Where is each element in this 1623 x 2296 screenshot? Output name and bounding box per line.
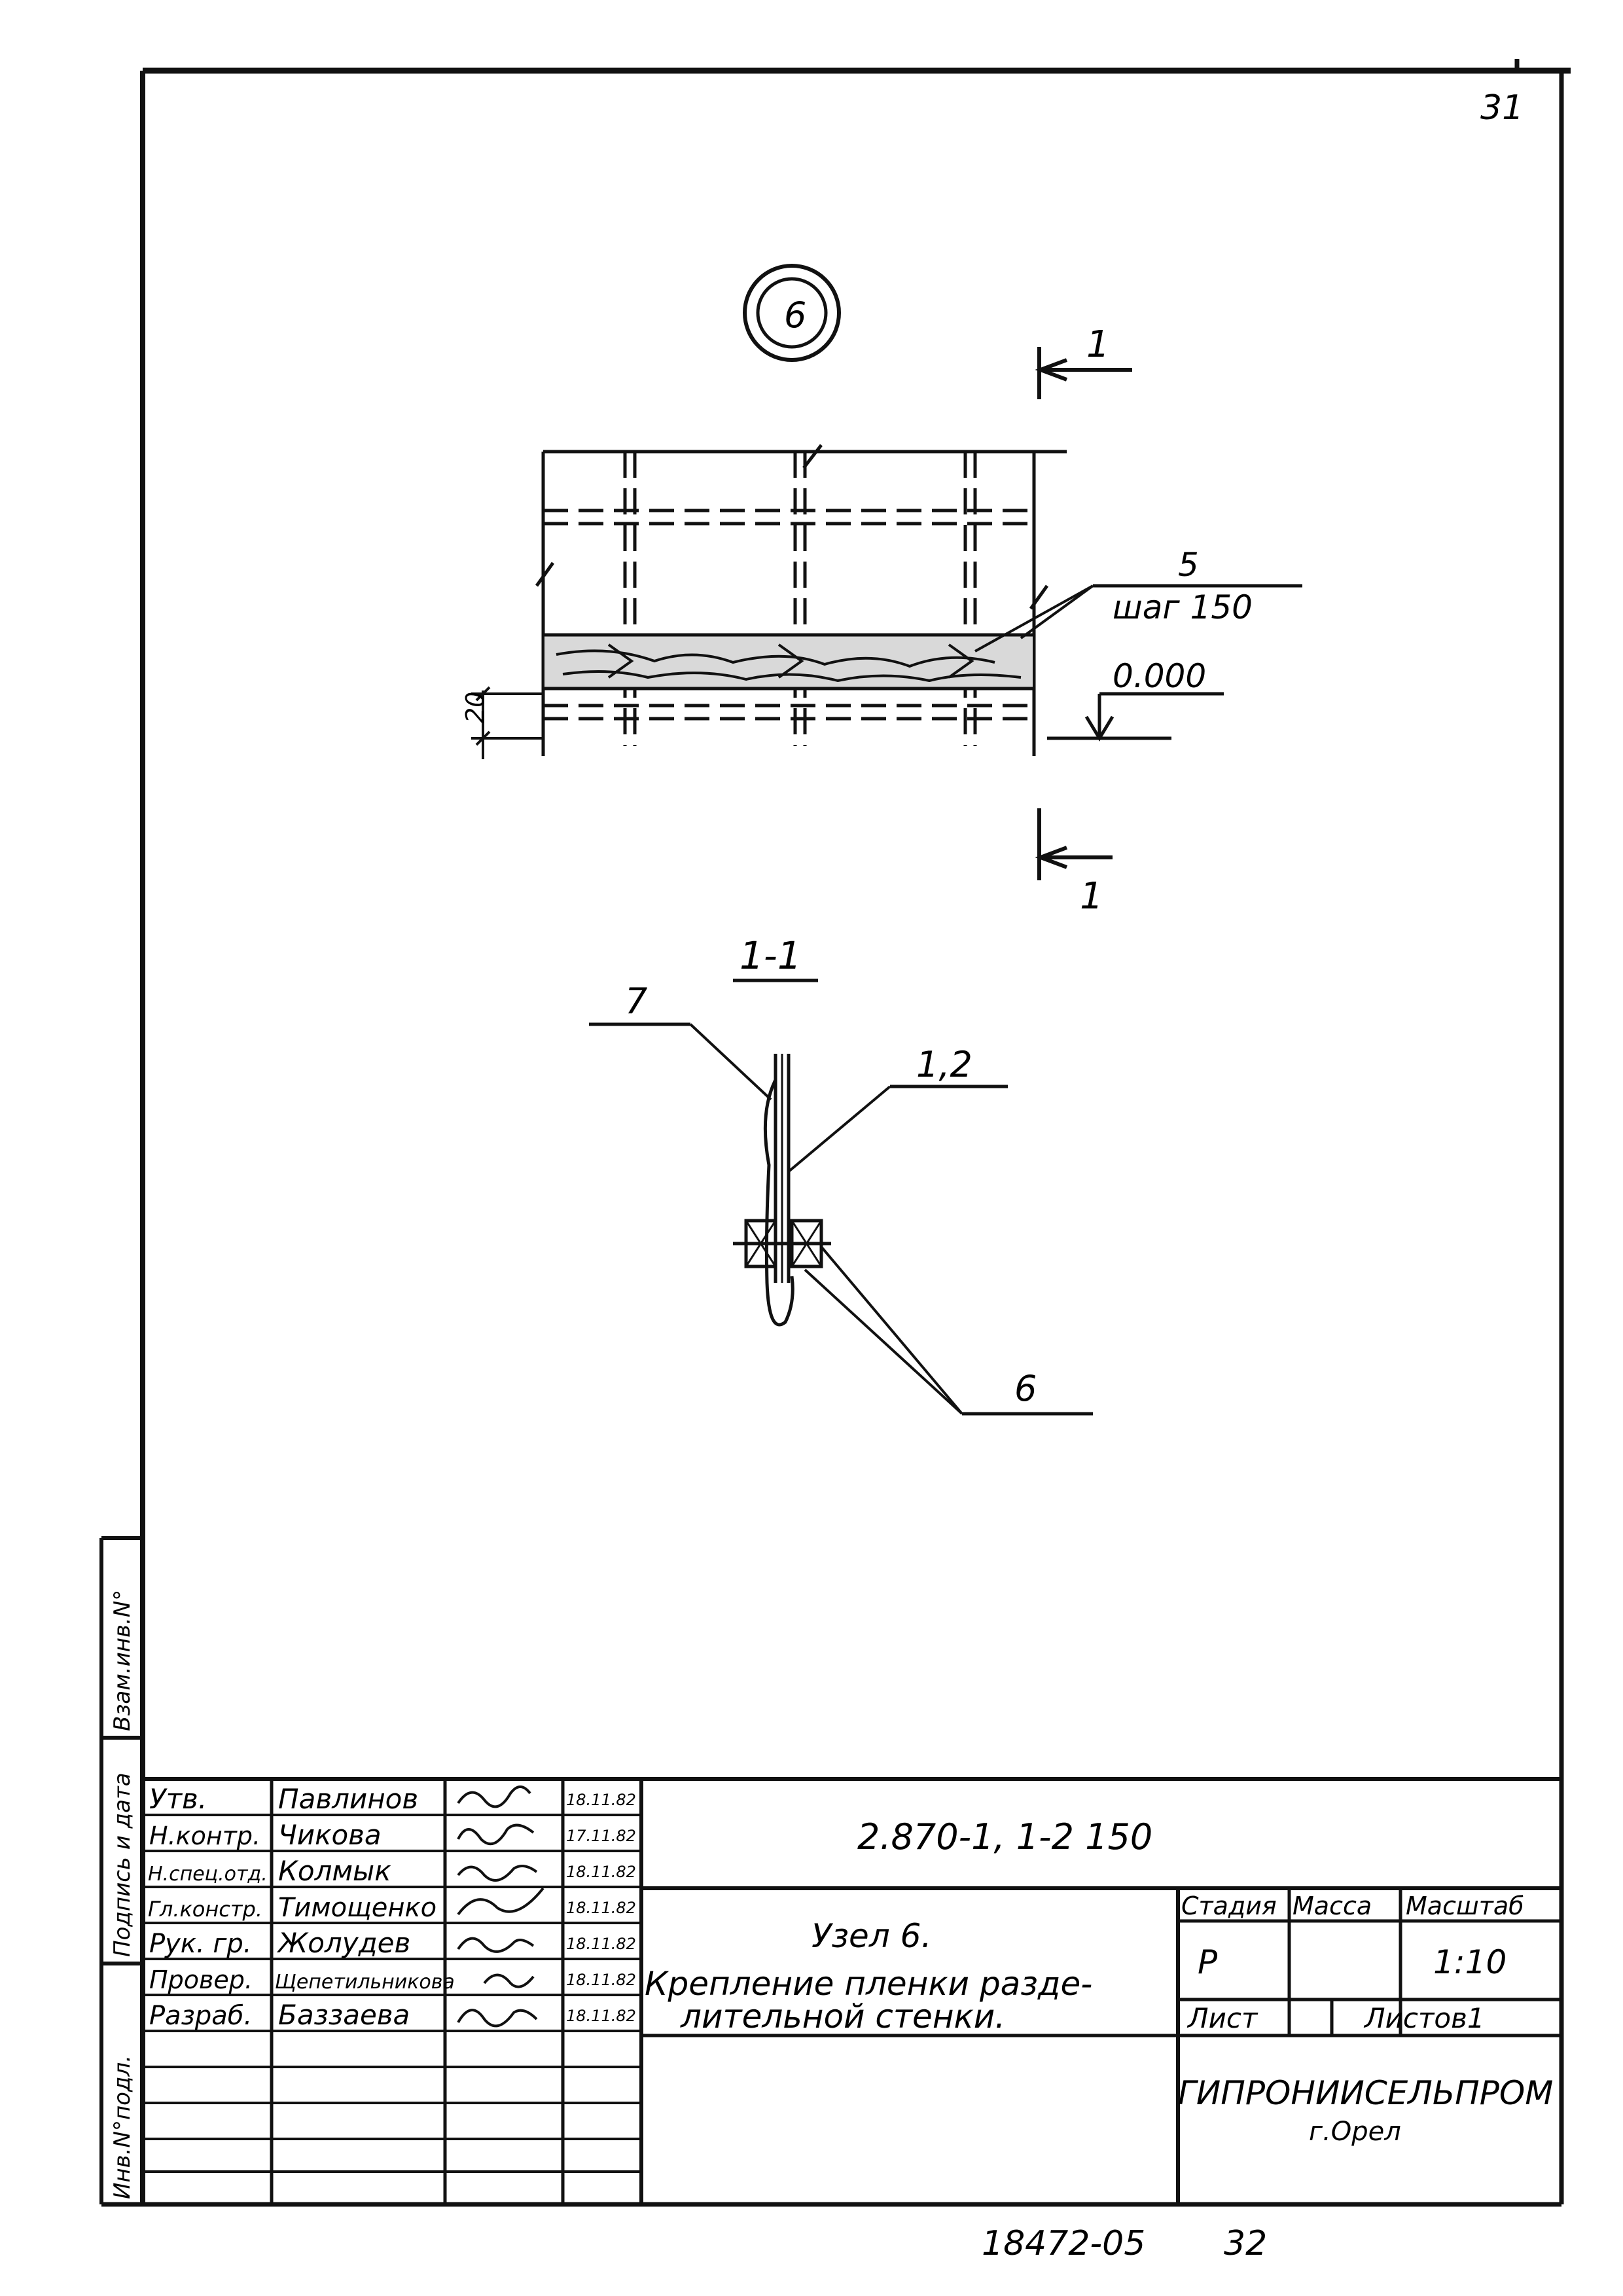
section-1-1-view [589, 1022, 1093, 1416]
signature-name: Жолудев [276, 1927, 410, 1959]
signature-role: Рук. гр. [149, 1929, 252, 1959]
city: г.Орел [1309, 2117, 1401, 2147]
handwritten-signature [457, 2009, 538, 2028]
signature-name: Баззаева [278, 1999, 410, 2031]
sheet-frame [101, 59, 1571, 2207]
signature-row: Рук. гр. Жолудев 18.11.82 [149, 1927, 636, 1959]
sheets-label: Листов1 [1363, 2002, 1485, 2034]
signature-role: Гл.констр. [148, 1897, 262, 1922]
signature-date: 18.11.82 [566, 1899, 636, 1917]
signature-row: Разраб. Баззаева 18.11.82 [149, 1999, 636, 2031]
signature-role: Провер. [149, 1965, 253, 1994]
signature-date: 18.11.82 [566, 2007, 636, 2025]
node-marker-label: 6 [784, 295, 806, 336]
callout-6: 6 [1014, 1368, 1037, 1409]
sheet-label: Лист [1186, 2002, 1258, 2034]
title-line: Узел 6. [812, 1917, 931, 1955]
signature-role: Утв. [149, 1783, 207, 1815]
dimension-20: 20 [461, 692, 490, 723]
handwritten-signature [457, 1937, 535, 1953]
archive-number: 18472-05 [982, 2224, 1145, 2263]
scale-value: 1:10 [1433, 1943, 1507, 1981]
signature-role: Н.контр. [149, 1821, 260, 1850]
handwritten-signature [457, 1865, 538, 1882]
scale-header: Масштаб [1406, 1892, 1524, 1920]
signature-role: Разраб. [149, 2001, 252, 2031]
page-number: 32 [1224, 2224, 1267, 2263]
side-stamp-inv-no: Инв.N°подл. [109, 2055, 135, 2199]
signature-row: Утв. Павлинов 18.11.82 [149, 1783, 636, 1815]
callout-5: 5 [1178, 546, 1199, 584]
signature-name: Тимощенко [278, 1893, 437, 1923]
signature-name: Чикова [278, 1819, 382, 1851]
signature-role: Н.спец.отд. [148, 1863, 268, 1886]
signature-name: Колмык [278, 1855, 391, 1887]
stage-header: Стадия [1181, 1892, 1277, 1920]
handwritten-signature [483, 1973, 535, 1988]
side-stamp-replaces-inv: Взам.инв.N° [109, 1590, 135, 1731]
signature-row: Гл.констр. Тимощенко 18.11.82 [148, 1887, 636, 1923]
signature-date: 17.11.82 [566, 1827, 636, 1845]
callout-7: 7 [625, 980, 647, 1022]
title-block [143, 1777, 1561, 2204]
section-mark-top-label: 1 [1086, 323, 1110, 366]
side-stamp-signature-date: Подпись и дата [109, 1772, 135, 1957]
title-line: лительной стенки. [680, 1998, 1005, 2036]
signature-date: 18.11.82 [566, 1791, 636, 1809]
section-title: 1-1 [740, 933, 802, 978]
side-stamp [99, 1536, 143, 2204]
signature-name: Щепетильникова [275, 1971, 455, 1994]
plan-view [471, 444, 1302, 759]
callout-1-2: 1,2 [916, 1044, 972, 1085]
signature-date: 18.11.82 [566, 1971, 636, 1989]
node-marker: 6 [743, 264, 841, 362]
signature-row: Н.спец.отд. Колмык 18.11.82 [148, 1855, 636, 1887]
signature-name: Павлинов [278, 1783, 418, 1815]
stage-value: Р [1198, 1943, 1218, 1981]
signature-date: 18.11.82 [566, 1863, 636, 1881]
signature-row: Н.контр. Чикова 17.11.82 [149, 1819, 636, 1851]
callout-step: шаг 150 [1113, 588, 1253, 626]
title-line: Крепление пленки разде- [645, 1965, 1092, 2003]
section-mark-bottom [1035, 808, 1113, 880]
section-mark-top [1035, 347, 1132, 399]
doc-code: 2.870-1, 1-2 150 [857, 1816, 1152, 1857]
handwritten-signature [457, 1785, 531, 1808]
level-mark: 0.000 [1113, 657, 1206, 695]
signature-date: 18.11.82 [566, 1935, 636, 1953]
handwritten-signature [457, 1887, 544, 1916]
section-mark-bottom-label: 1 [1080, 875, 1103, 918]
sheet-corner-number: 31 [1480, 88, 1524, 128]
organization: ГИПРОНИИСЕЛЬПРОМ [1178, 2074, 1553, 2112]
handwritten-signature [457, 1823, 535, 1846]
signature-row: Провер. Щепетильникова 18.11.82 [149, 1965, 636, 1994]
mass-header: Масса [1293, 1892, 1372, 1920]
